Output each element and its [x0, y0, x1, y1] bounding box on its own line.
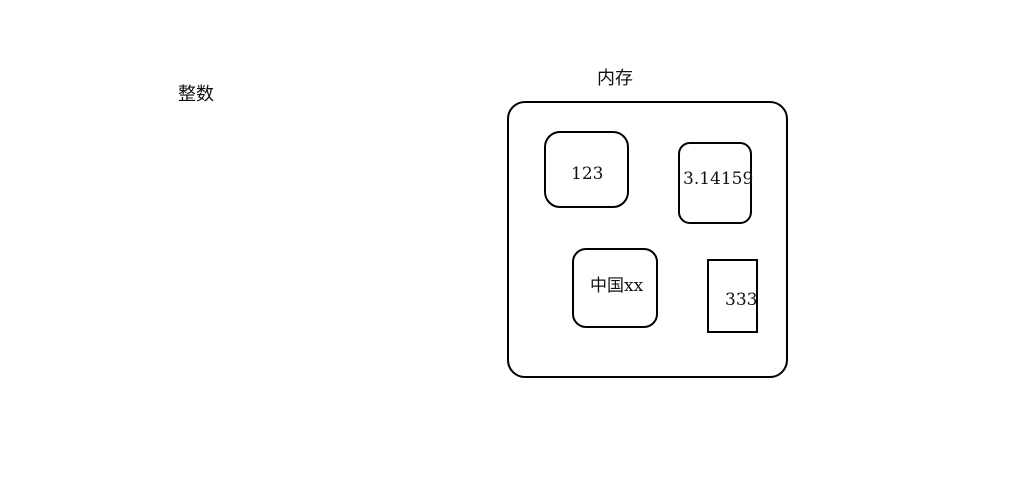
memory-cell-float-value: 3.14159 — [683, 169, 754, 189]
memory-cell-rectangle-value: 333 — [725, 290, 758, 310]
memory-cell-string — [572, 248, 658, 328]
memory-cell-integer-value: 123 — [571, 164, 604, 184]
memory-cell-string-value: 中国xx — [590, 276, 644, 296]
memory-cell-float — [678, 142, 752, 224]
memory-cell-rectangle — [707, 259, 758, 333]
memory-title: 内存 — [597, 68, 633, 89]
integer-label: 整数 — [178, 84, 214, 105]
memory-container — [507, 101, 788, 378]
memory-cell-integer — [544, 131, 629, 208]
